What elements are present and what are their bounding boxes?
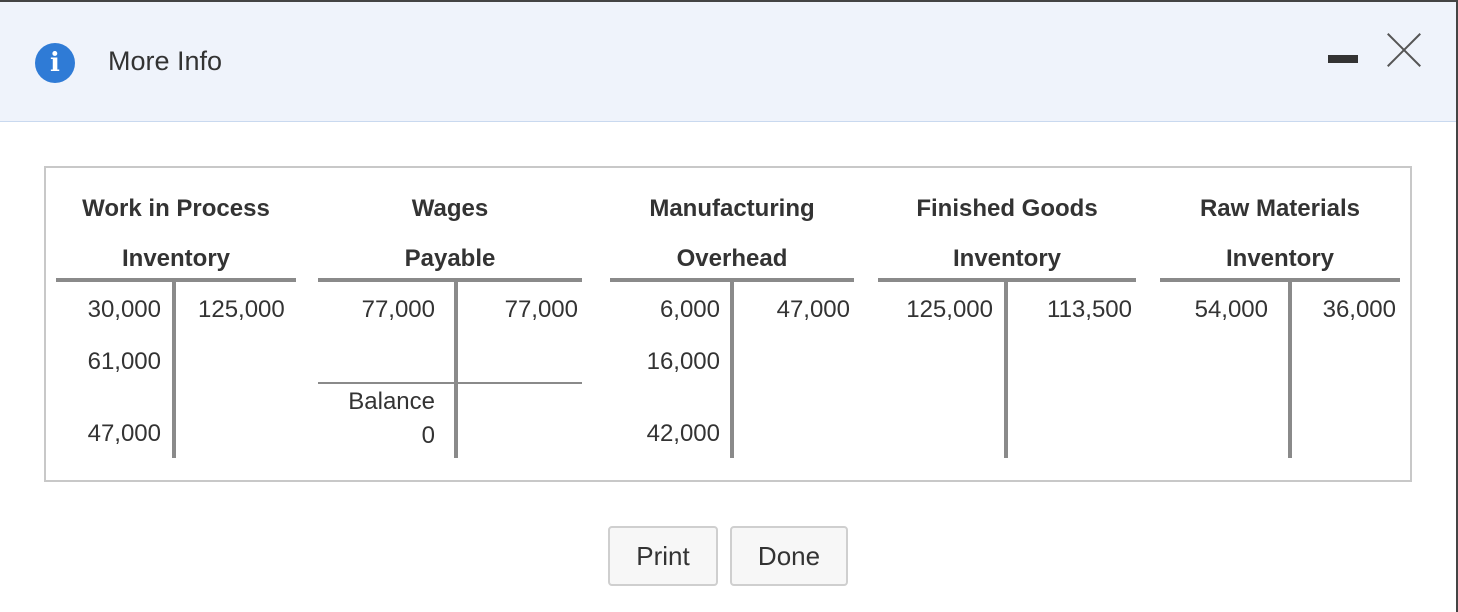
t-account-divider — [1288, 278, 1292, 458]
minimize-icon[interactable] — [1328, 55, 1358, 63]
done-button[interactable]: Done — [730, 526, 848, 586]
t-account-top-line — [1160, 278, 1400, 282]
account-title: Inventory — [121, 245, 231, 272]
t-account-divider — [454, 278, 458, 458]
credit-entry: 77,000 — [504, 296, 578, 323]
t-account-divider — [730, 278, 734, 458]
account-title: Inventory — [1225, 245, 1335, 272]
t-account-divider — [172, 278, 176, 458]
t-account-divider — [1004, 278, 1008, 458]
debit-entry: 54,000 — [1194, 296, 1268, 323]
account-title: Manufacturing — [649, 195, 815, 222]
credit-entry: 125,000 — [198, 296, 285, 323]
credit-entry: 47,000 — [776, 296, 850, 323]
print-button[interactable]: Print — [608, 526, 718, 586]
account-title: Work in Process — [82, 195, 270, 222]
debit-entry: 125,000 — [906, 296, 993, 323]
balance-label: Balance — [348, 388, 435, 415]
account-title: Payable — [404, 245, 496, 272]
account-title: Wages — [411, 195, 489, 222]
debit-entry: 42,000 — [646, 420, 720, 447]
debit-entry: 30,000 — [87, 296, 161, 323]
account-title: Overhead — [676, 245, 788, 272]
debit-entry: 77,000 — [361, 296, 435, 323]
close-icon[interactable] — [1386, 32, 1422, 68]
t-account-top-line — [318, 278, 582, 282]
credit-entry: 113,500 — [1047, 296, 1132, 323]
dialog-header: i More Info — [0, 2, 1456, 122]
debit-entry: 61,000 — [87, 348, 161, 375]
dialog-title: More Info — [108, 46, 223, 76]
t-accounts-panel: Work in Process Inventory 30,000 61,000 … — [44, 166, 1412, 482]
balance-value: 0 — [421, 422, 435, 449]
credit-entry: 36,000 — [1322, 296, 1396, 323]
balance-line — [318, 382, 582, 384]
account-title: Raw Materials — [1199, 195, 1361, 222]
debit-entry: 16,000 — [646, 348, 720, 375]
debit-entry: 47,000 — [87, 420, 161, 447]
debit-entry: 6,000 — [659, 296, 720, 323]
account-title: Finished Goods — [916, 195, 1098, 222]
info-icon: i — [35, 43, 75, 83]
t-account-top-line — [56, 278, 296, 282]
account-title: Inventory — [952, 245, 1062, 272]
